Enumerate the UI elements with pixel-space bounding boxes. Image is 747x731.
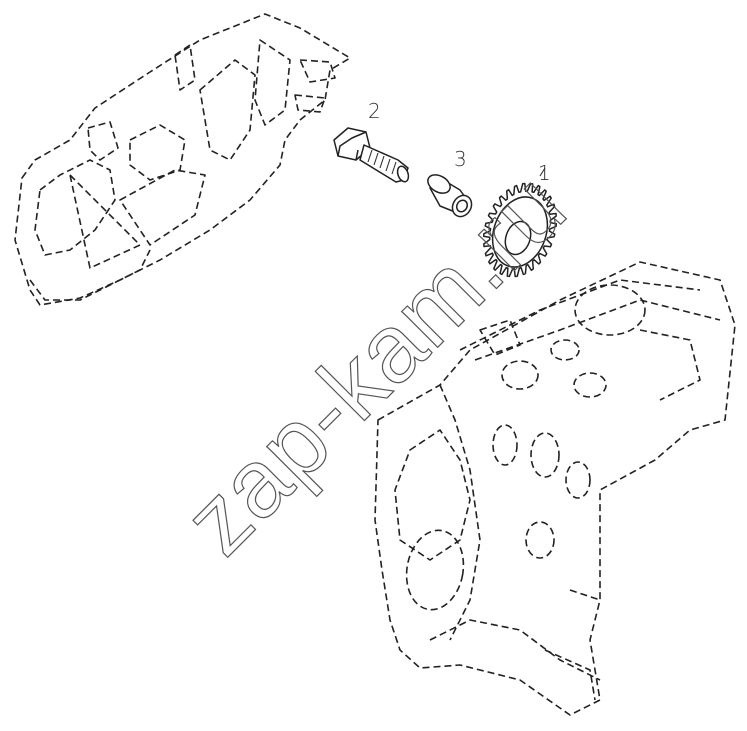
callout-1: 1 [538,161,551,185]
gear-part [482,167,558,278]
bushing-part [427,174,473,218]
bolt-part [333,127,410,183]
timing-cover-housing [14,13,351,306]
callout-2: 2 [368,99,381,123]
engine-block [374,261,736,716]
callout-3: 3 [454,147,467,171]
